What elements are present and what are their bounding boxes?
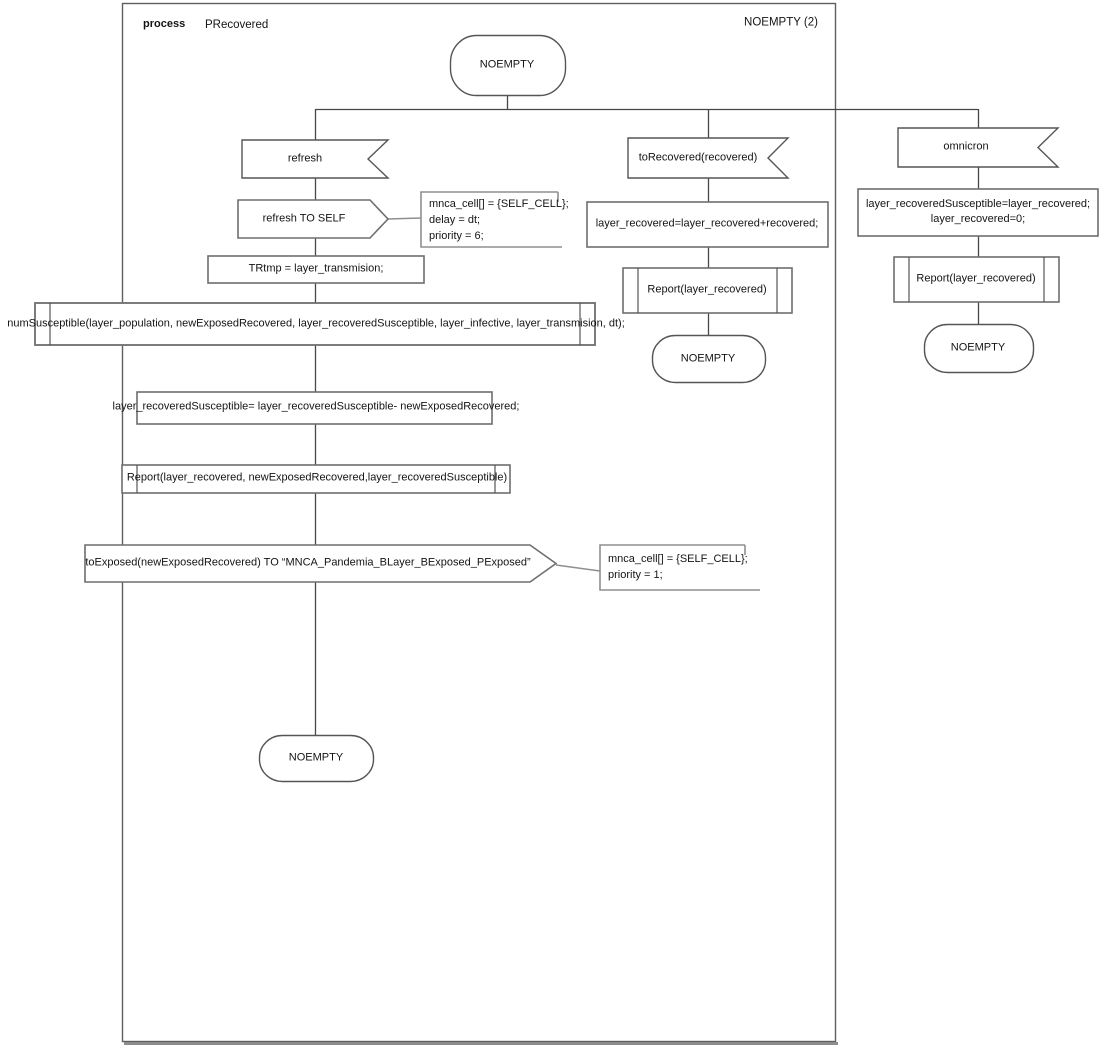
end-state-noempty-left-label: NOEMPTY	[288, 751, 344, 764]
task-omnicron-reset-label: layer_recoveredSusceptible=layer_recover…	[866, 197, 1090, 227]
procedure-report-right	[893, 256, 1060, 303]
comment-line: mnca_cell[] = {SELF_CELL};	[608, 553, 748, 565]
task-line: layer_recovered=0;	[930, 213, 1026, 225]
comment-refresh-params-text: mnca_cell[] = {SELF_CELL}; delay = dt; p…	[429, 196, 569, 244]
task-update-recovered-susceptible	[136, 391, 493, 425]
comment-toexposed-params-text: mnca_cell[] = {SELF_CELL}; priority = 1;	[608, 551, 748, 583]
task-omnicron-reset	[857, 188, 1099, 237]
output-refresh-to-self-label: refresh TO SELF	[262, 212, 346, 225]
procedure-report-middle	[622, 267, 793, 314]
output-toexposed-label: toExposed(newExposedRecovered) TO “MNCA_…	[85, 556, 531, 569]
comment-line: priority = 1;	[608, 569, 663, 581]
task-add-recovered	[586, 201, 829, 248]
end-state-noempty-right-label: NOEMPTY	[950, 341, 1006, 354]
procedure-report-middle-label: Report(layer_recovered)	[647, 283, 767, 296]
input-omnicron-label: omnicron	[943, 140, 989, 153]
comment-connector-refresh	[387, 217, 422, 220]
procedure-numsusceptible-label: numSusceptible(layer_population, newExpo…	[7, 317, 625, 330]
comment-line: priority = 6;	[429, 230, 484, 242]
input-torecovered-label: toRecovered(recovered)	[638, 151, 758, 164]
procedure-report-left	[121, 464, 511, 494]
task-trtmp	[207, 255, 425, 284]
comment-toexposed-params	[599, 544, 760, 591]
flow-connectors	[314, 95, 980, 735]
process-name: PRecovered	[205, 19, 269, 31]
input-omnicron	[897, 127, 1060, 168]
comment-connector-toexposed	[555, 564, 601, 572]
input-refresh-label: refresh	[287, 152, 323, 165]
task-line: layer_recoveredSusceptible=layer_recover…	[865, 198, 1091, 210]
end-state-noempty-right	[923, 323, 1035, 374]
state-heading: NOEMPTY (2)	[744, 16, 818, 29]
procedure-numsusceptible	[34, 302, 596, 346]
task-update-recovered-susceptible-label: layer_recoveredSusceptible= layer_recove…	[112, 400, 520, 413]
end-state-noempty-left	[258, 734, 375, 783]
output-toexposed	[84, 544, 558, 583]
procedure-report-right-label: Report(layer_recovered)	[916, 272, 1036, 285]
comment-line: mnca_cell[] = {SELF_CELL};	[429, 198, 569, 210]
process-kind-label: process	[143, 18, 186, 30]
task-add-recovered-label: layer_recovered=layer_recovered+recovere…	[595, 217, 819, 230]
comment-refresh-params	[420, 191, 562, 248]
process-frame	[121, 2, 837, 1043]
comment-line: delay = dt;	[429, 214, 481, 226]
end-state-noempty-middle	[651, 334, 767, 384]
input-torecovered	[627, 137, 790, 179]
output-refresh-to-self	[237, 199, 390, 239]
input-refresh	[241, 139, 390, 179]
start-state-label: NOEMPTY	[479, 58, 535, 71]
task-trtmp-label: TRtmp = layer_transmision;	[248, 262, 384, 275]
procedure-report-left-label: Report(layer_recovered, newExposedRecove…	[126, 471, 508, 484]
end-state-noempty-middle-label: NOEMPTY	[680, 352, 736, 365]
start-state-noempty	[449, 34, 567, 97]
